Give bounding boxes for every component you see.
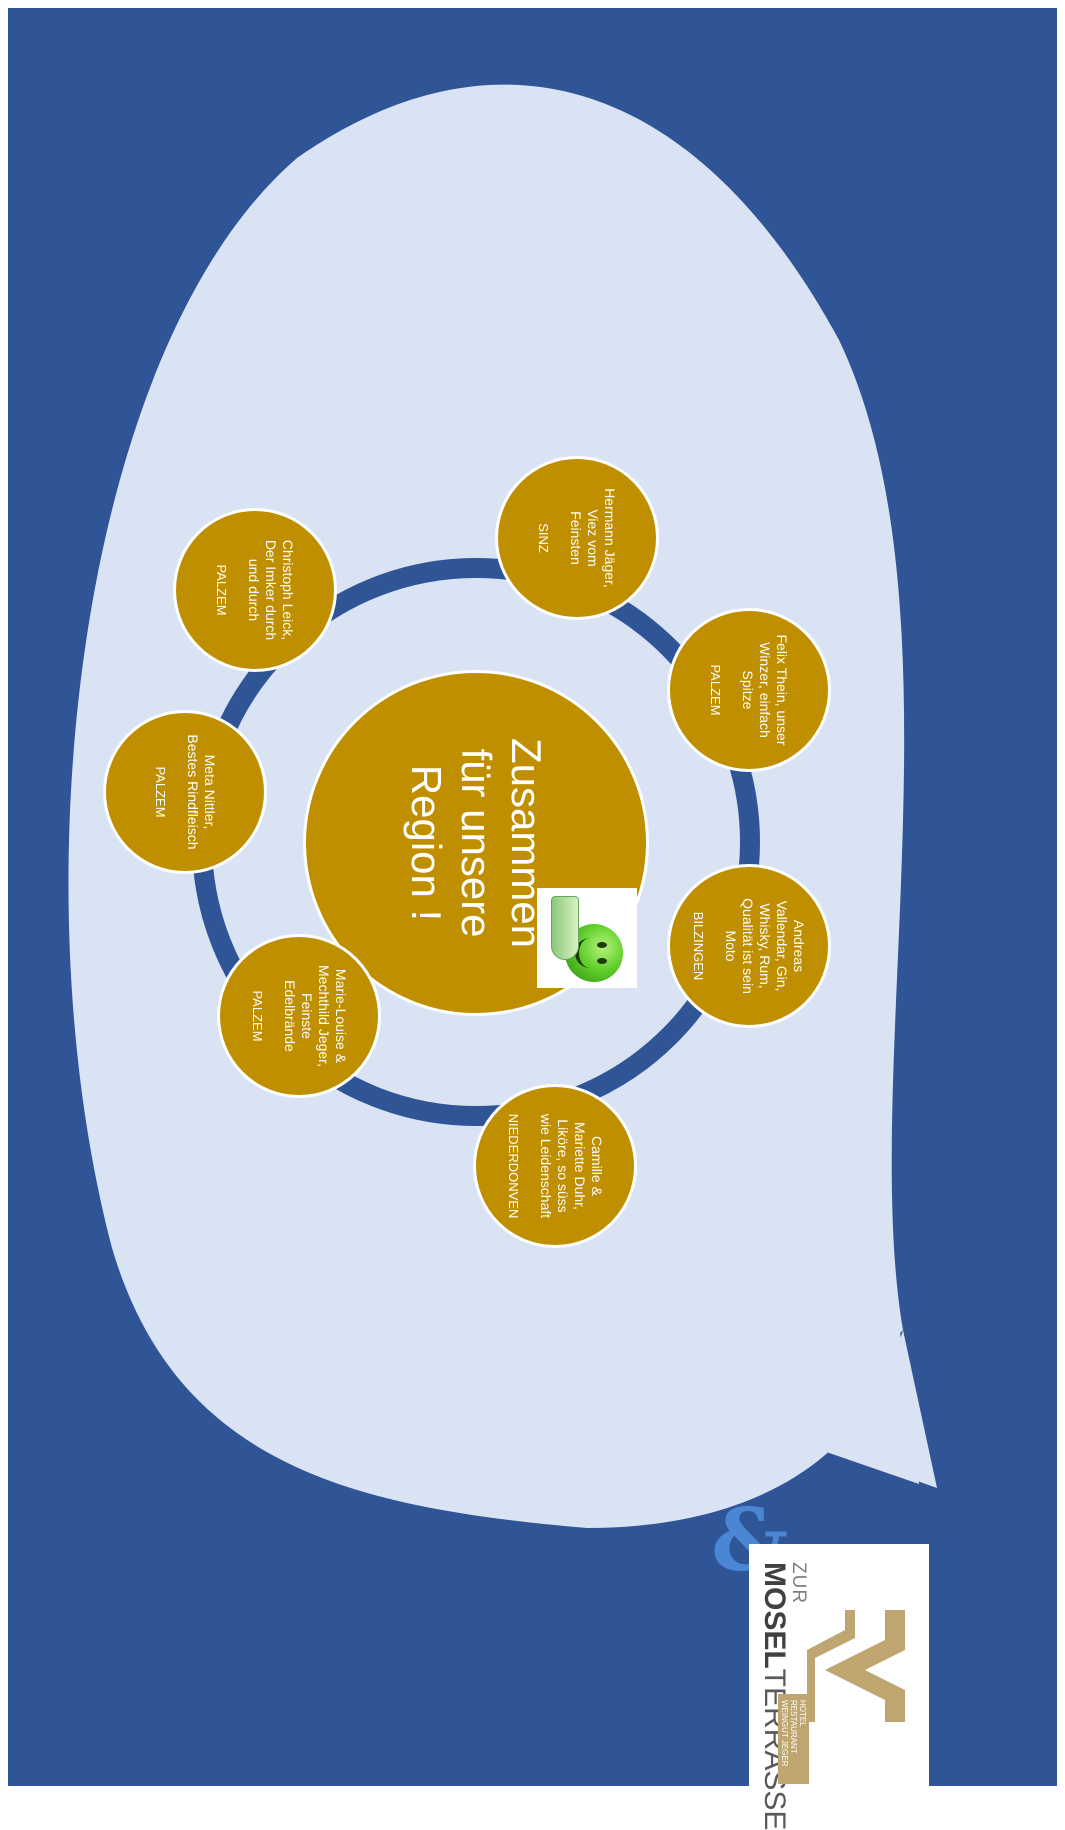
logo-mark-icon xyxy=(807,1610,905,1722)
blue-background: Zusammen für unsere Region ! Christoph L… xyxy=(8,8,1057,1830)
center-title: Zusammen für unsere Region ! xyxy=(401,738,551,948)
pointing-hand-icon xyxy=(551,896,579,960)
hotel-logo: ZUR MOSELTERRASSE HOTEL RESTAURANT WEING… xyxy=(749,1544,929,1830)
member-place: SINZ xyxy=(536,523,552,553)
smiley-pointing-icon xyxy=(537,888,637,988)
member-place: PALZEM xyxy=(250,990,265,1042)
member-place: NIEDERDONVEN xyxy=(506,1113,521,1219)
member-node: Meta Nittler,Bestes Rindfleisch PALZEM xyxy=(103,710,267,874)
member-place: PALZEM xyxy=(153,766,168,818)
center-title-line: Region ! xyxy=(403,764,450,922)
center-title-line: für unsere xyxy=(453,748,500,938)
member-place: BILZINGEN xyxy=(691,911,707,981)
logo-mosel: MOSEL xyxy=(758,1562,791,1669)
member-place: PALZEM xyxy=(708,664,724,716)
bubble-tail xyxy=(757,1308,919,1484)
member-place: PALZEM xyxy=(214,564,230,616)
logo-subline: HOTEL RESTAURANT WEINGUT JEGER xyxy=(778,1694,809,1784)
